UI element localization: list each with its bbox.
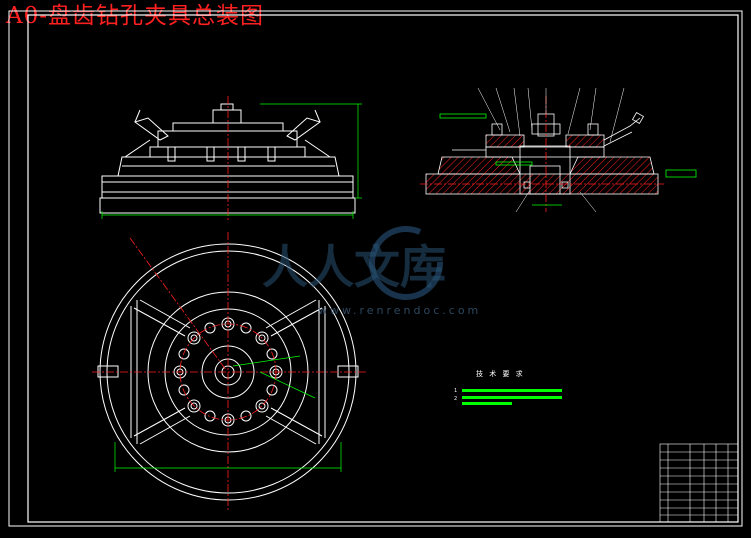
- watermark-url: www.renrendoc.com: [318, 304, 482, 317]
- tech-requirement-item-2: 2: [454, 396, 457, 402]
- front-view: [99, 103, 356, 214]
- watermark-logo-text: 人人文库: [262, 240, 446, 294]
- plan-view-dimensions: [114, 355, 342, 472]
- section-view-centerline: [420, 96, 664, 212]
- plan-view-centerlines: [92, 232, 368, 512]
- drawing-title: A0-盘齿钻孔夹具总装图: [6, 3, 265, 29]
- section-view-dimensions: [439, 113, 697, 206]
- front-view-dimensions: [101, 103, 362, 219]
- tech-requirement-item-1: 1: [454, 388, 457, 394]
- tech-requirement-lines: [462, 389, 562, 405]
- tech-requirements-heading: 技 术 要 求: [476, 370, 525, 378]
- drawing-frame: [8, 10, 743, 527]
- section-view: [425, 111, 659, 195]
- title-block: [659, 443, 739, 523]
- watermark-emblem: [369, 225, 444, 300]
- section-view-leaders: [477, 87, 625, 213]
